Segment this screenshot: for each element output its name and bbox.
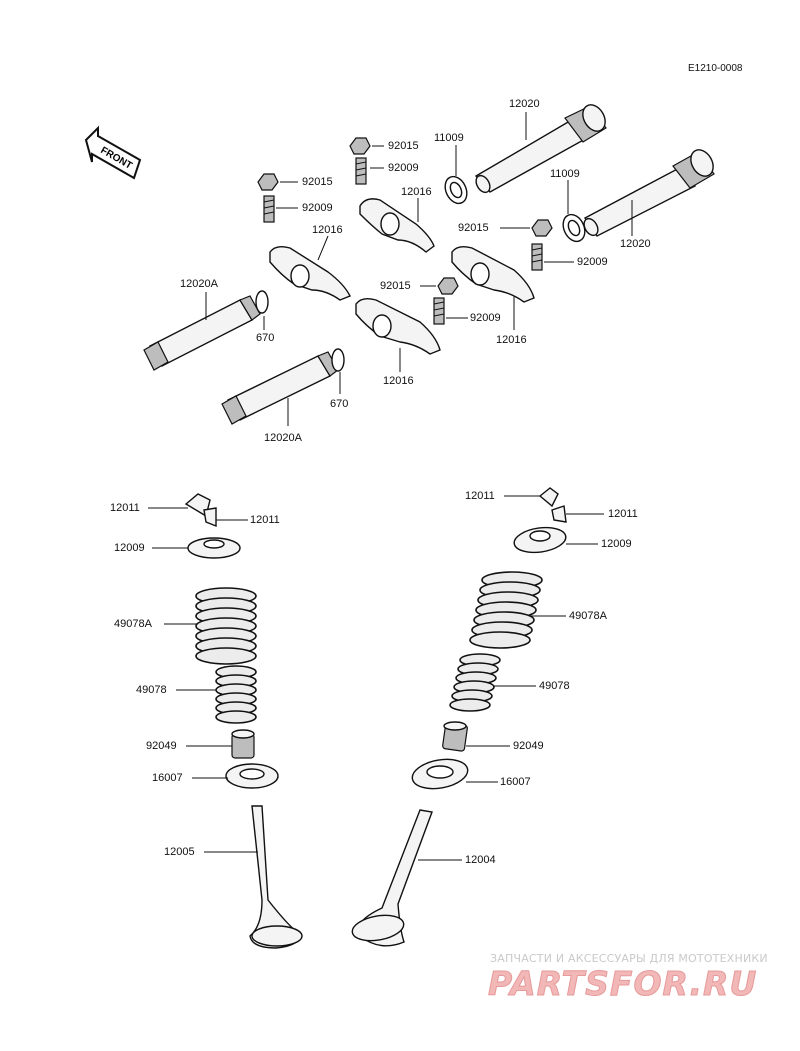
rocker-arm-12016-b (269, 245, 351, 301)
part-label-92009-d: 92009 (470, 312, 501, 324)
part-label-49078-left: 49078 (136, 684, 167, 696)
stem-seal-92049-right (442, 721, 468, 752)
part-label-92009-c: 92009 (577, 256, 608, 268)
seat-16007-right (411, 758, 469, 790)
nut-92015-b (257, 173, 279, 191)
part-label-12005: 12005 (164, 846, 195, 858)
rocker-shaft-12020-top (474, 104, 607, 194)
part-label-49078-right: 49078 (539, 680, 570, 692)
rocker-shaft-12020A-a (143, 295, 261, 371)
seat-16007-left (225, 763, 279, 789)
part-label-92049-left: 92049 (146, 740, 177, 752)
part-label-92015-a: 92015 (388, 140, 419, 152)
part-label-11009-b: 11009 (550, 168, 580, 180)
watermark-logo: PARTSFOR.RU (487, 964, 758, 1004)
part-label-12011-right-b: 12011 (608, 508, 638, 520)
part-label-49078A-right: 49078A (569, 610, 607, 622)
part-label-12011-right-a: 12011 (465, 490, 495, 502)
part-label-92015-d: 92015 (380, 280, 411, 292)
spring-49078A-right (469, 571, 543, 649)
rocker-arm-12016-c (451, 245, 535, 303)
rocker-arm-12016-d (355, 297, 441, 355)
part-label-12004: 12004 (465, 854, 496, 866)
screw-92009-a (355, 157, 367, 185)
part-label-92009-b: 92009 (302, 202, 333, 214)
part-label-92009-a: 92009 (388, 162, 419, 174)
valve-12005 (249, 805, 303, 949)
part-label-12016-d: 12016 (383, 375, 414, 387)
nut-92015-a (349, 137, 371, 155)
part-label-12009-right: 12009 (601, 538, 632, 550)
spring-49078-right (449, 653, 501, 712)
screw-92009-b (263, 195, 275, 223)
part-label-12020-right: 12020 (620, 238, 651, 250)
part-label-12020-top: 12020 (509, 98, 540, 110)
part-label-12016-b: 12016 (312, 224, 343, 236)
collet-12011-right (538, 487, 567, 523)
part-label-16007-left: 16007 (152, 772, 183, 784)
leader-lines (148, 112, 633, 861)
part-label-11009-a: 11009 (434, 132, 464, 144)
screw-92009-d (433, 297, 445, 325)
diagram-reference-code: E1210-0008 (688, 63, 743, 74)
nut-92015-c (531, 219, 553, 237)
stem-seal-92049-left (231, 729, 255, 759)
part-label-12011-left-a: 12011 (110, 502, 140, 514)
part-label-92015-b: 92015 (302, 176, 333, 188)
part-label-92049-right: 92049 (513, 740, 544, 752)
nut-92015-d (437, 277, 459, 295)
part-label-12011-left-b: 12011 (250, 514, 280, 526)
retainer-12009-left (187, 537, 241, 559)
o-ring-670-b (331, 348, 345, 372)
rocker-arm-12016-a (359, 198, 435, 253)
part-label-12009-left: 12009 (114, 542, 145, 554)
spring-49078-left (215, 665, 257, 724)
part-label-16007-right: 16007 (500, 776, 531, 788)
spring-49078A-left (195, 587, 257, 665)
part-label-12016-c: 12016 (496, 334, 527, 346)
part-label-12020A-b: 12020A (264, 432, 302, 444)
rocker-shaft-12020A-b (221, 351, 339, 425)
watermark-tagline: ЗАПЧАСТИ И АКСЕССУАРЫ ДЛЯ МОТОТЕХНИКИ (490, 952, 768, 965)
screw-92009-c (531, 243, 543, 271)
part-label-49078A-left: 49078A (114, 618, 152, 630)
part-label-92015-c: 92015 (458, 222, 489, 234)
part-label-12020A-a: 12020A (180, 278, 218, 290)
part-label-12016-a: 12016 (401, 186, 432, 198)
front-arrow-icon: FRONT (84, 125, 142, 180)
collet-12011-left (184, 493, 217, 528)
rocker-shaft-12020-right (583, 149, 715, 237)
o-ring-670-a (255, 290, 269, 314)
retainer-12009-right (513, 526, 567, 554)
valve-12004 (351, 809, 433, 947)
part-label-670-a: 670 (256, 332, 275, 344)
part-label-670-b: 670 (330, 398, 349, 410)
